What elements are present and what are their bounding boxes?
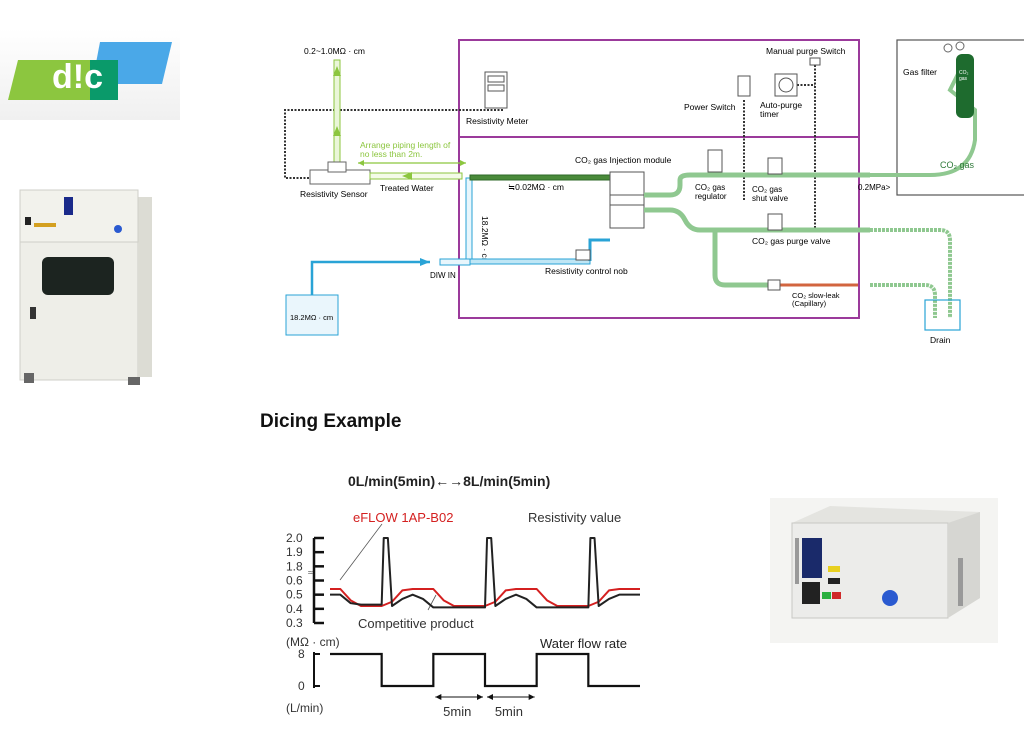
slow-leak-label-2: (Capillary) <box>792 299 827 308</box>
co2-regulator-icon <box>707 149 723 173</box>
resistivity-meter-label: Resistivity Meter <box>466 116 529 126</box>
arrange-piping-label-2: no less than 2m. <box>360 149 422 159</box>
series-line-competitive-product <box>330 537 640 609</box>
dicing-chart: 0L/min(5min)←→8L/min(5min) eFLOW 1AP-B02… <box>286 473 640 719</box>
top-y-tick-label: 1.9 <box>286 545 303 559</box>
power-switch-label: Power Switch <box>684 102 736 112</box>
bottom-panel-label: Water flow rate <box>540 636 627 651</box>
regulator-label-1: CO₂ gas <box>695 183 725 192</box>
drain-line-1 <box>870 228 952 318</box>
cylinder-label-1: CO₂ <box>959 70 969 76</box>
top-y-tick-label: 0.6 <box>286 574 303 588</box>
top-panel-ylabel: (MΩ · cm) <box>286 635 340 649</box>
treated-water-pipe <box>369 172 463 180</box>
bottom-y-tick-label: 8 <box>298 647 305 661</box>
control-nob-icon <box>575 249 591 261</box>
drain-label: Drain <box>930 335 951 345</box>
arrange-piping-label-1: Arrange piping length of <box>360 140 451 150</box>
co2-water-pipe <box>469 174 611 181</box>
gas-filter-label: Gas filter <box>903 67 937 77</box>
co2-cylinder <box>956 54 974 118</box>
purge-valve-icon <box>767 213 783 231</box>
gas-supply-line <box>644 172 870 198</box>
duration-label: 5min <box>443 704 471 719</box>
legend-leader-eflow <box>339 523 383 581</box>
auto-purge-timer-icon <box>774 73 798 97</box>
vertical-resistivity-label: 18.2MΩ · cm <box>480 216 490 265</box>
company-logo: d!c <box>8 42 172 100</box>
top-panel-label: Resistivity value <box>528 510 621 525</box>
control-nob-pipe <box>469 258 591 265</box>
axis-break-icon: ≈ <box>308 567 313 577</box>
section-heading: Dicing Example <box>260 411 402 432</box>
drain-tank <box>924 299 961 331</box>
top-y-tick-label: 2.0 <box>286 531 303 545</box>
control-nob-label: Resistivity control nob <box>545 266 628 276</box>
chart-title: 0L/min(5min)←→8L/min(5min) <box>348 473 550 489</box>
co2-gas-line <box>870 69 977 177</box>
tank-resistivity-label: 18.2MΩ · cm <box>290 313 333 322</box>
logo-overlap <box>90 60 118 100</box>
treated-water-label: Treated Water <box>380 183 434 193</box>
slow-leak-line <box>712 230 770 288</box>
injection-module-label: CO₂ gas Injection module <box>575 155 672 165</box>
top-y-tick-label: 1.8 <box>286 559 303 573</box>
vertical-diw-pipe <box>465 177 473 261</box>
gas-supply-box <box>896 39 1024 196</box>
top-y-tick-label: 0.5 <box>286 588 303 602</box>
top-y-tick-label: 0.3 <box>286 616 303 630</box>
shut-valve-label-1: CO₂ gas <box>752 185 782 194</box>
regulator-label-2: regulator <box>695 192 727 201</box>
resistivity-sensor-label: Resistivity Sensor <box>300 189 368 199</box>
diw-in-label: DIW IN <box>430 271 456 280</box>
outlet-resistivity-label: 0.2~1.0MΩ · cm <box>304 46 365 56</box>
outlet-pipe <box>333 59 341 173</box>
purge-valve-label: CO₂ gas purge valve <box>752 236 831 246</box>
bottom-panel-ylabel: (L/min) <box>286 701 323 715</box>
purge-line <box>644 207 870 233</box>
auto-purge-timer-label-1: Auto-purge <box>760 100 802 110</box>
auto-purge-timer-label-2: timer <box>760 109 779 119</box>
legend-eflow: eFLOW 1AP-B02 <box>353 510 453 525</box>
logo-text: d!c <box>52 58 103 96</box>
cylinder-label-2: gas <box>959 76 968 82</box>
injection-module-icon <box>609 171 645 229</box>
resistivity-meter-icon <box>484 71 508 109</box>
process-diagram: Resistivity Meter Power Switch Auto-purg… <box>284 39 1024 345</box>
slow-leak-label-1: CO₂ slow-leak <box>792 291 840 300</box>
power-switch-icon <box>737 75 751 97</box>
manual-purge-switch-icon <box>809 57 821 66</box>
bottom-y-tick-label: 0 <box>298 679 305 693</box>
legend-leader-competitive <box>427 594 437 611</box>
cabinet-product-photo <box>19 189 152 385</box>
series-line-water-flow-rate <box>330 652 640 688</box>
shut-valve-icon <box>767 157 783 175</box>
legend-competitive: Competitive product <box>358 616 474 631</box>
manual-purge-switch-label: Manual purge Switch <box>766 46 846 56</box>
duration-label: 5min <box>495 704 523 719</box>
rack-unit-product-photo <box>770 498 998 643</box>
pressure-label: 0.2MPa> <box>858 183 891 192</box>
approx-resistivity-label: ≒0.02MΩ · cm <box>508 182 564 192</box>
diw-tank <box>285 294 339 336</box>
shut-valve-label-2: shut valve <box>752 194 789 203</box>
co2-gas-label: CO₂ gas <box>940 160 975 170</box>
signal-line <box>284 109 503 179</box>
top-y-tick-label: 0.4 <box>286 602 303 616</box>
